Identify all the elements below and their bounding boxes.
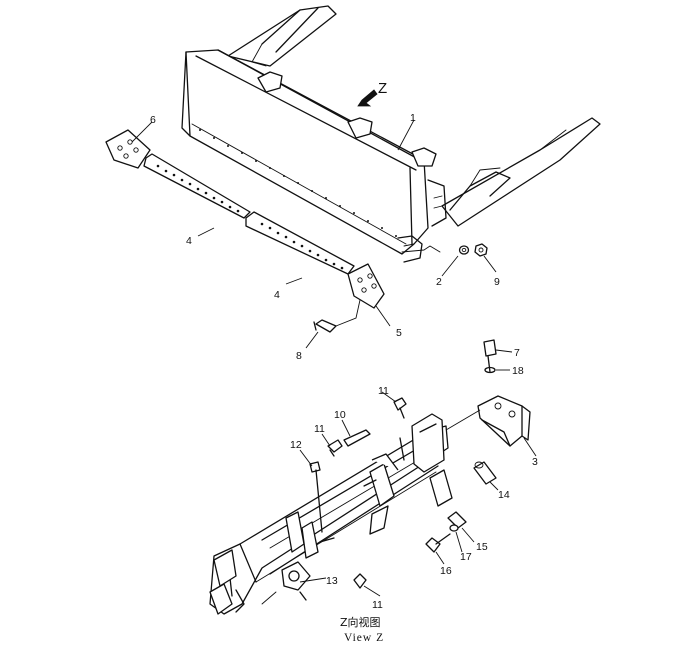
blade-bolt-holes — [199, 129, 397, 237]
part-3-bracket — [445, 395, 531, 447]
callout-8: 8 — [296, 350, 302, 362]
callout-labels: 1 2 3 4 4 5 6 7 8 9 10 11 11 11 12 13 14… — [150, 112, 538, 611]
part-18-lock-washer — [484, 366, 496, 374]
callout-11-middle: 11 — [314, 423, 325, 435]
part-11-fitting-a — [393, 397, 407, 419]
view-z-arrow-label: Z — [378, 80, 387, 97]
view-z-arrow: Z — [357, 80, 387, 107]
part-11-fitting-c — [353, 573, 367, 589]
cutting-edge-right-holes — [260, 222, 344, 270]
part-5-end-bit — [347, 263, 385, 309]
view-z-frame — [209, 413, 453, 615]
callout-11-bottom: 11 — [372, 599, 383, 611]
part-11-fitting-b — [327, 439, 343, 457]
part-4-cutting-edge-left — [143, 153, 251, 219]
part-2-washer — [458, 245, 470, 255]
caption-english: View Z — [344, 632, 384, 644]
part-17-washer — [449, 524, 459, 532]
part-10-rod — [343, 429, 371, 447]
callout-6: 6 — [150, 114, 156, 126]
callout-17: 17 — [460, 551, 472, 563]
callout-16: 16 — [440, 565, 452, 577]
callout-18: 18 — [512, 365, 524, 377]
callout-5: 5 — [396, 327, 402, 339]
part-6-end-bit — [105, 129, 151, 169]
callout-15: 15 — [476, 541, 488, 553]
leader-lines — [131, 119, 537, 597]
part-16-bolt — [425, 533, 451, 553]
callout-4-upper: 4 — [186, 235, 192, 247]
callout-13: 13 — [326, 575, 338, 587]
push-arm-left — [227, 5, 337, 67]
push-arm-right — [441, 117, 601, 227]
callout-2: 2 — [436, 276, 442, 288]
part-7-bolt — [483, 339, 497, 373]
callout-9: 9 — [494, 276, 500, 288]
callout-3: 3 — [532, 456, 538, 468]
part-12-long-bolt — [309, 461, 323, 533]
cutting-edge-left-holes — [156, 164, 240, 213]
callout-10: 10 — [334, 409, 346, 421]
blade — [181, 49, 447, 263]
callout-1: 1 — [410, 112, 416, 124]
part-4-cutting-edge-right — [245, 211, 355, 275]
part-8-plow-bolt — [313, 299, 361, 333]
callout-4-lower: 4 — [274, 289, 280, 301]
callout-7: 7 — [514, 347, 520, 359]
part-9-nut — [474, 243, 488, 257]
part-14-pin — [473, 461, 497, 485]
callout-11-top: 11 — [378, 385, 389, 397]
callout-12: 12 — [290, 439, 302, 451]
caption-chinese: Z向视图 — [340, 615, 381, 629]
callout-14: 14 — [498, 489, 510, 501]
